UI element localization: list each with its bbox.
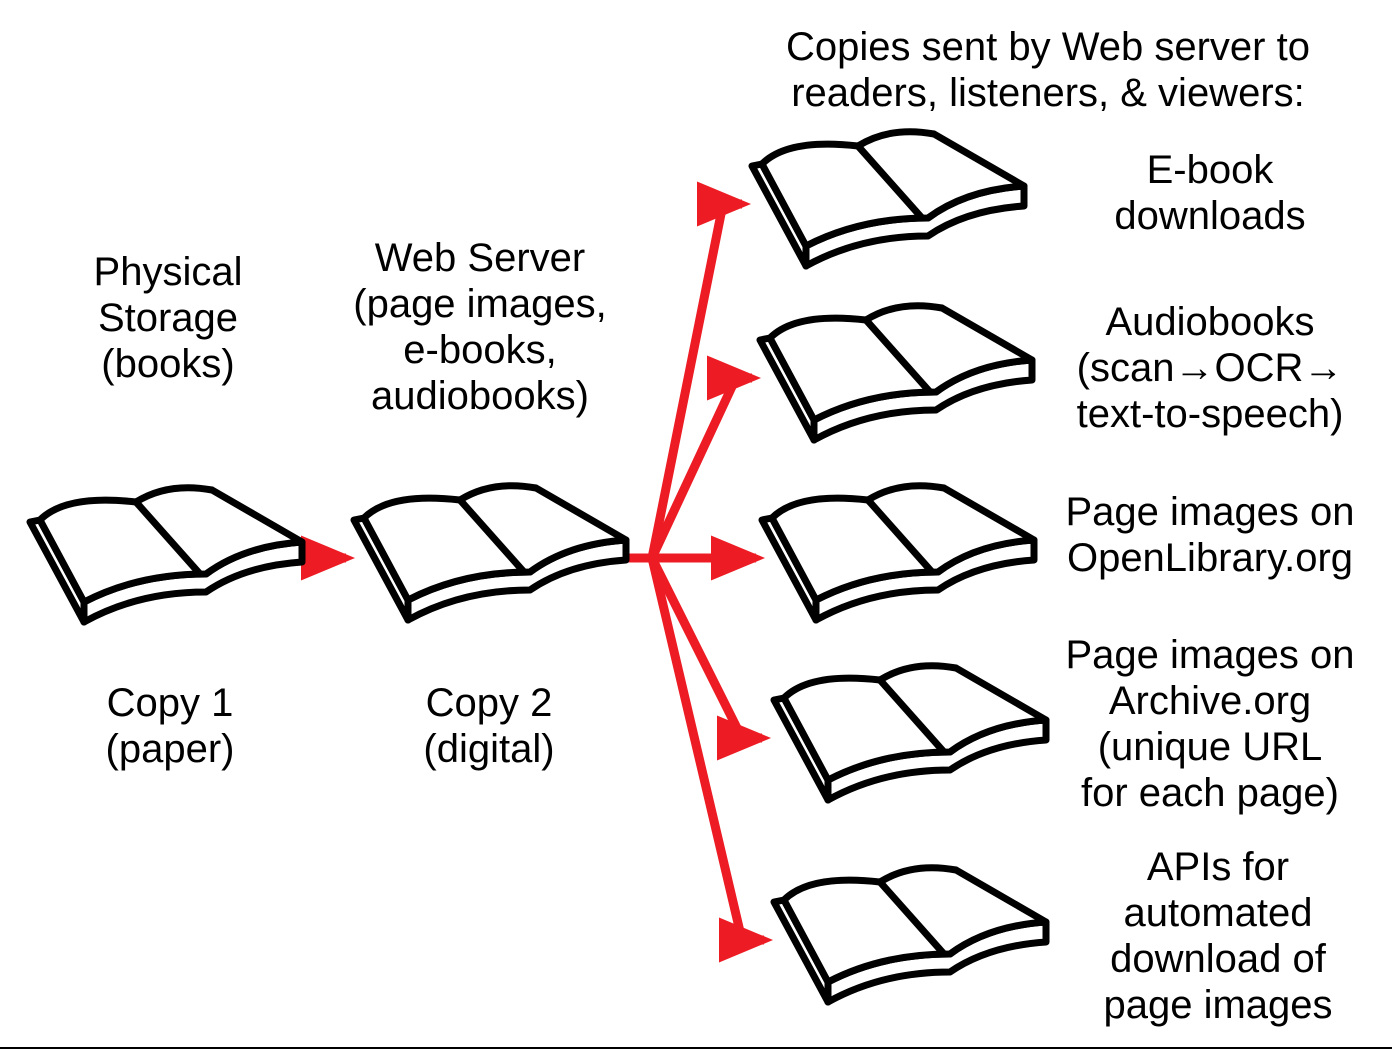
book-icon-apis bbox=[774, 868, 1046, 1002]
web-server-heading: Web Server (page images, e-books, audiob… bbox=[330, 235, 630, 419]
output-archive-line-3: (unique URL bbox=[1097, 725, 1323, 769]
output-audiobooks-label: Audiobooks (scan→OCR→ text-to-speech) bbox=[1060, 299, 1360, 437]
output-apis-line-4: page images bbox=[1103, 983, 1333, 1027]
book-icon-audiobooks bbox=[760, 306, 1032, 440]
header-label: Copies sent by Web server to readers, li… bbox=[758, 24, 1338, 116]
output-archive-line-4: for each page) bbox=[1081, 771, 1339, 815]
arrow-to-ebook bbox=[647, 181, 751, 559]
book-icon-archive bbox=[774, 666, 1046, 800]
bottom-border-line bbox=[0, 1047, 1392, 1049]
output-audiobooks-line-3: text-to-speech) bbox=[1076, 392, 1344, 436]
output-archive-line-2: Archive.org bbox=[1108, 679, 1312, 723]
physical-storage-line-2: Storage bbox=[97, 296, 239, 340]
book-icon-ebook bbox=[752, 132, 1024, 266]
book-icon-openlibrary bbox=[762, 486, 1034, 620]
output-ebook-line-2: downloads bbox=[1114, 194, 1306, 238]
header-line-1: Copies sent by Web server to bbox=[786, 25, 1310, 69]
output-apis-line-3: download of bbox=[1110, 937, 1326, 981]
output-openlibrary-line-1: Page images on bbox=[1065, 490, 1355, 534]
web-server-line-3: e-books, bbox=[403, 328, 557, 372]
copy-2-caption: Copy 2 (digital) bbox=[360, 680, 618, 772]
copy-1-line-2: (paper) bbox=[105, 727, 235, 771]
output-openlibrary-label: Page images on OpenLibrary.org bbox=[1054, 489, 1366, 581]
arrow-to-apis bbox=[647, 556, 773, 963]
output-audiobooks-line-2: (scan→OCR→ bbox=[1076, 346, 1344, 390]
web-server-line-1: Web Server bbox=[374, 236, 586, 280]
copy-1-caption: Copy 1 (paper) bbox=[40, 680, 300, 772]
web-server-line-2: (page images, bbox=[353, 282, 607, 326]
output-apis-line-2: automated bbox=[1123, 891, 1313, 935]
physical-storage-line-1: Physical bbox=[93, 250, 243, 294]
copy-1-line-1: Copy 1 bbox=[106, 681, 234, 725]
book-icon-web-server bbox=[354, 486, 626, 620]
output-ebook-line-1: E-book bbox=[1146, 148, 1274, 192]
output-audiobooks-line-1: Audiobooks bbox=[1105, 300, 1315, 344]
header-line-2: readers, listeners, & viewers: bbox=[791, 71, 1305, 115]
arrow-to-audiobooks bbox=[647, 355, 761, 560]
web-server-line-4: audiobooks) bbox=[371, 374, 589, 418]
arrow-to-archive bbox=[647, 555, 771, 761]
book-icon-physical-storage bbox=[30, 488, 302, 622]
copy-2-line-2: (digital) bbox=[423, 727, 555, 771]
arrows-group bbox=[301, 181, 773, 963]
output-archive-label: Page images on Archive.org (unique URL f… bbox=[1054, 632, 1366, 816]
copy-2-line-1: Copy 2 bbox=[425, 681, 553, 725]
output-archive-line-1: Page images on bbox=[1065, 633, 1355, 677]
output-openlibrary-line-2: OpenLibrary.org bbox=[1066, 536, 1354, 580]
physical-storage-line-3: (books) bbox=[101, 342, 235, 386]
output-ebook-label: E-book downloads bbox=[1060, 147, 1360, 239]
output-apis-line-1: APIs for bbox=[1146, 845, 1290, 889]
output-apis-label: APIs for automated download of page imag… bbox=[1070, 844, 1366, 1028]
physical-storage-heading: Physical Storage (books) bbox=[40, 249, 296, 387]
